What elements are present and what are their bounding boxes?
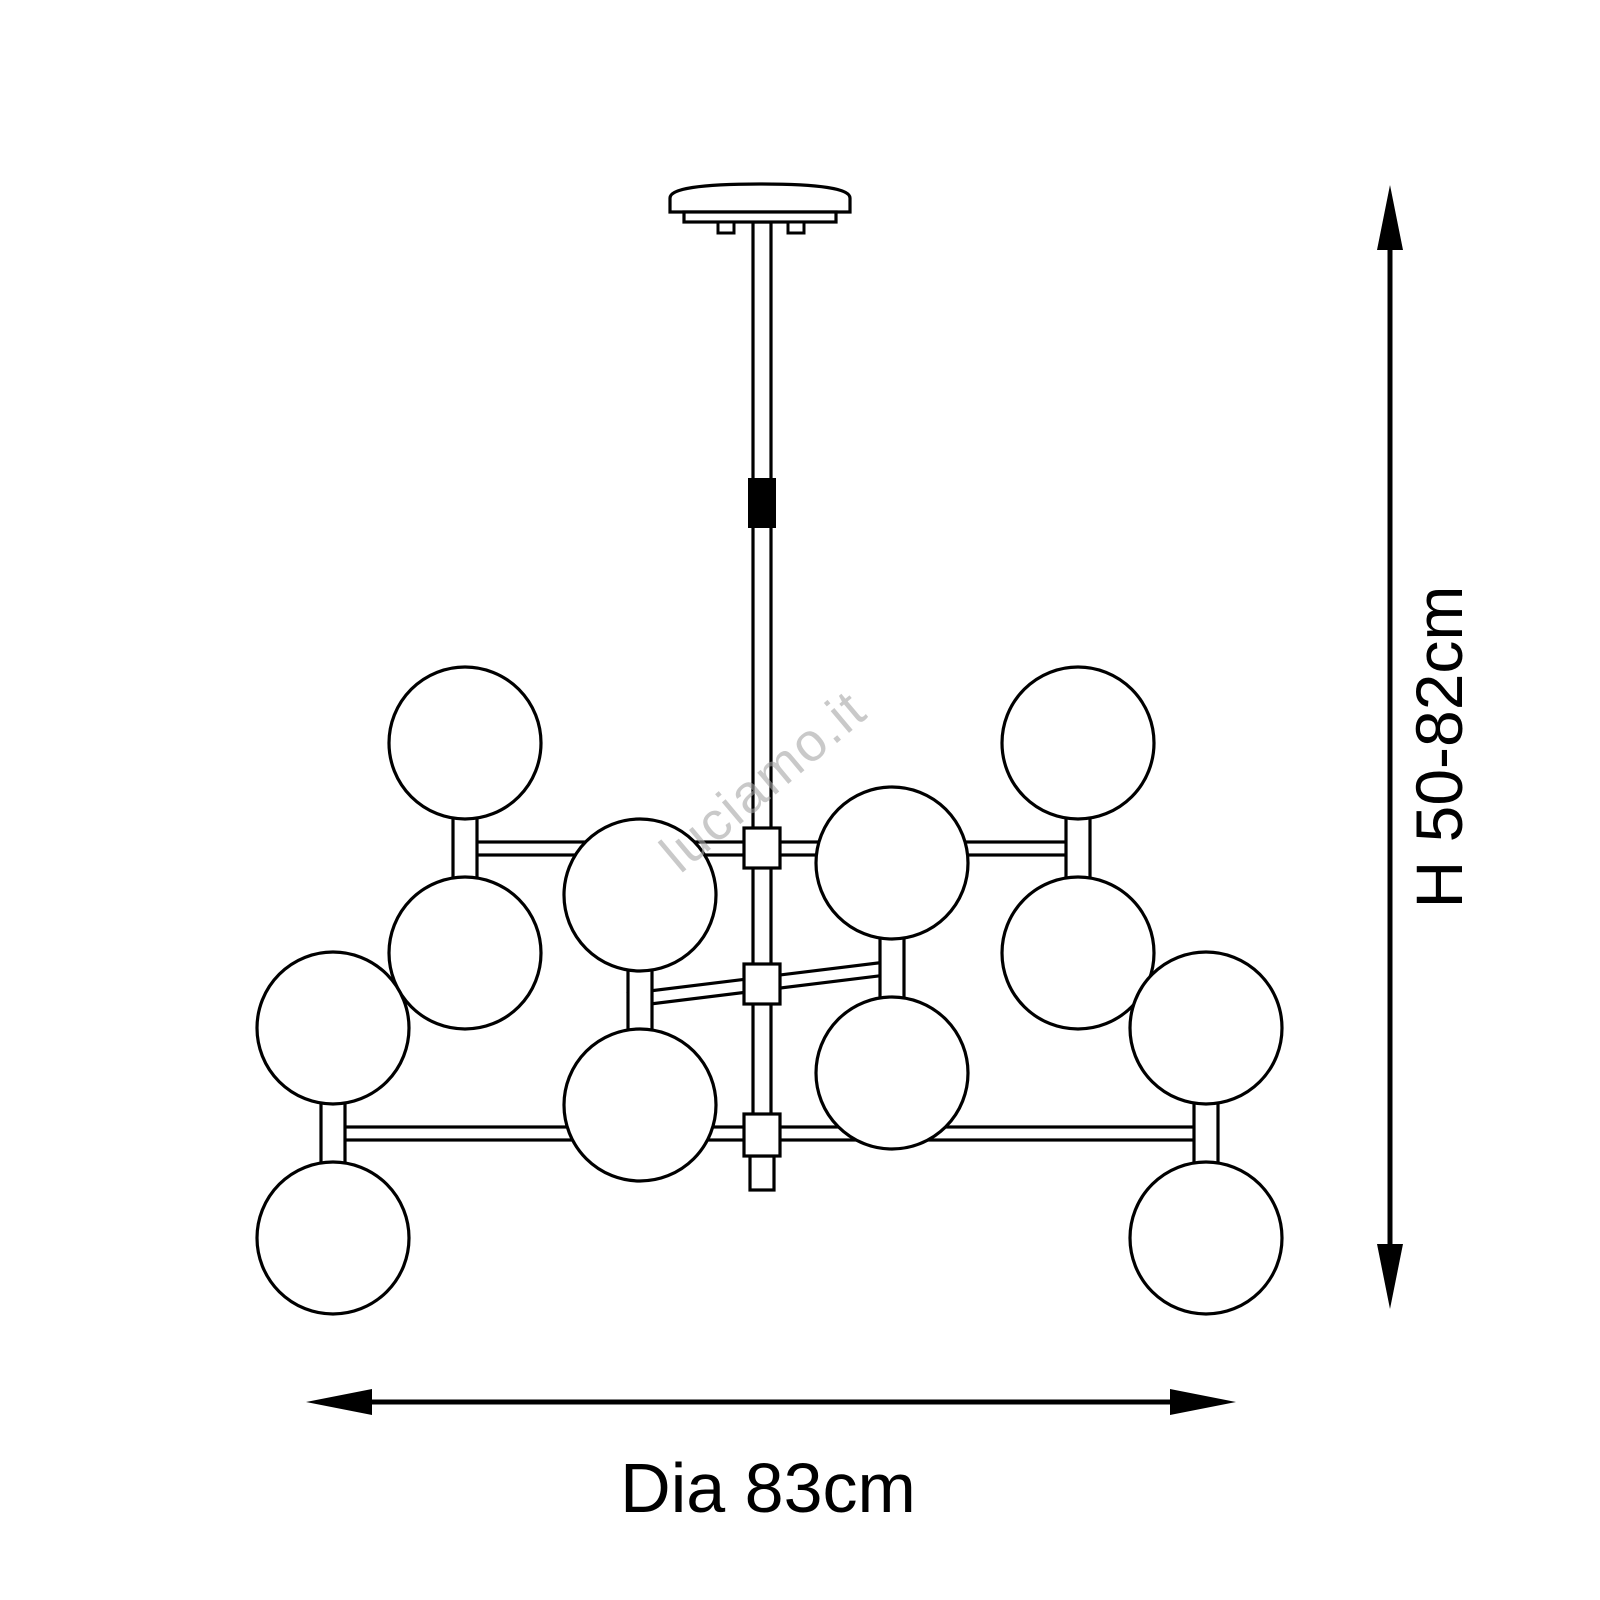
globe [1128, 1160, 1284, 1316]
rod-shaft [751, 220, 773, 1158]
glass-globes [255, 665, 1284, 1316]
globe [562, 817, 718, 973]
globe [814, 995, 970, 1151]
diameter-dimension-label: Dia 83cm [620, 1449, 916, 1527]
height-dimension: H 50-82cm [1377, 185, 1476, 1309]
height-dimension-label: H 50-82cm [1402, 586, 1476, 909]
socket-upper-left [451, 814, 479, 882]
canopy-plate [682, 210, 838, 224]
rod-connector-sleeve [748, 478, 776, 528]
arrow-up-icon [1377, 185, 1403, 250]
globe [387, 665, 543, 821]
diameter-dimension: Dia 83cm [306, 1389, 1236, 1527]
suspension-rod [748, 220, 776, 1192]
rod-fittings [742, 826, 782, 1158]
globe [1000, 875, 1156, 1031]
arrow-down-icon [1377, 1244, 1403, 1309]
socket-lower-right [1192, 1099, 1220, 1167]
arrow-left-icon [306, 1389, 372, 1415]
globe [1000, 665, 1156, 821]
chandelier-drawing [255, 182, 1284, 1316]
socket-lower-left [319, 1099, 347, 1167]
socket-middle-right [878, 934, 906, 1002]
globe [814, 785, 970, 941]
arrow-right-icon [1170, 1389, 1236, 1415]
globe [562, 1027, 718, 1183]
socket-upper-right [1064, 814, 1092, 882]
rod-end-cap [748, 1154, 776, 1192]
socket-middle-left [626, 966, 654, 1034]
upper-arm-fitting [742, 826, 782, 870]
canopy-screw-right [786, 220, 806, 235]
globe [1128, 950, 1284, 1106]
lower-arm-fitting [742, 1112, 782, 1158]
globe [255, 950, 411, 1106]
canopy-screw-left [716, 220, 736, 235]
ceiling-canopy [668, 182, 852, 235]
canopy-dome [668, 182, 852, 214]
globe-sockets [319, 814, 1220, 1167]
middle-arm-fitting [742, 962, 782, 1006]
globe [255, 1160, 411, 1316]
globe [387, 875, 543, 1031]
